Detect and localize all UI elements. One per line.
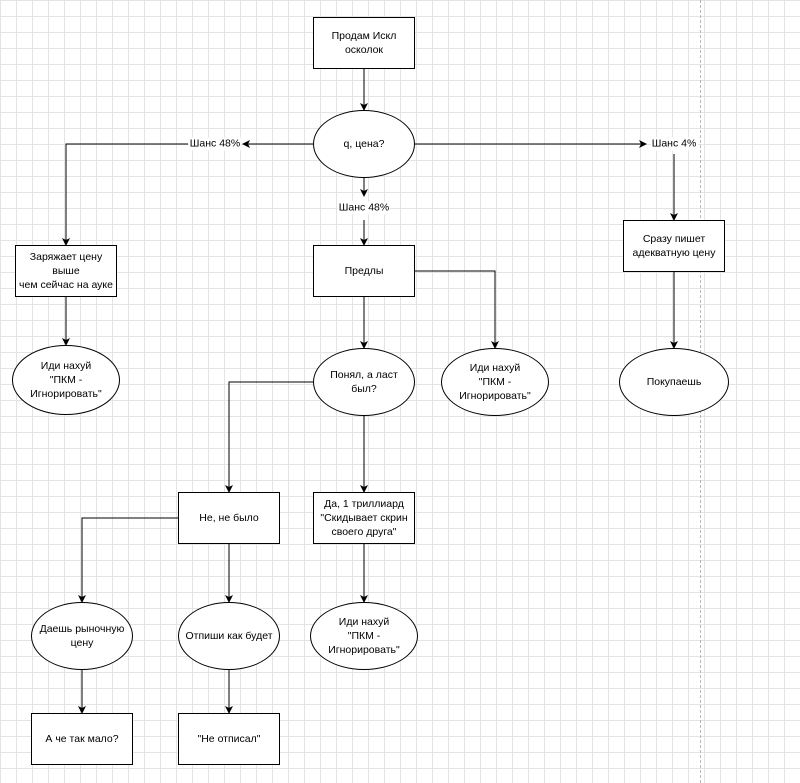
node-got-it-last: Понял, а ласт был?: [313, 348, 415, 416]
edge-offers-to-reject-right: [415, 270, 499, 349]
node-start: Продам Искл осколок: [313, 17, 415, 69]
edge-label-chance-left: Шанс 48%: [188, 137, 242, 151]
node-offer-reject: Иди нахуй "ПКМ - Игнорировать": [441, 348, 549, 416]
edge-no-to-market: [78, 517, 178, 603]
node-didnt-reply: "Не отписал": [178, 713, 280, 765]
node-market-price: Даешь рыночную цену: [31, 602, 133, 670]
edge-label-chance-center: Шанс 48%: [337, 201, 391, 215]
node-why-so-little: А че так мало?: [31, 713, 133, 765]
node-adequate-price: Сразу пишет адекватную цену: [623, 220, 725, 272]
edge-label-chance-right: Шанс 4%: [650, 137, 698, 151]
node-yes-trillion: Да, 1 триллиард "Скидывает скрин своего …: [313, 492, 415, 544]
node-reply-later: Отпиши как будет: [178, 602, 280, 670]
node-left-reject: Иди нахуй "ПКМ - Игнорировать": [12, 345, 120, 415]
node-no-there-wasnt: Не, не было: [178, 492, 280, 544]
edge-label-left-to-high-price: [62, 143, 188, 246]
node-price-question: q, цена?: [313, 110, 415, 178]
node-high-price: Заряжает цену выше чем сейчас на ауке: [15, 245, 117, 297]
edge-got-it-to-no: [225, 381, 313, 493]
node-offers: Предлы: [313, 245, 415, 297]
node-buy: Покупаешь: [619, 348, 729, 416]
node-trillion-reject: Иди нахуй "ПКМ - Игнорировать": [310, 602, 418, 670]
